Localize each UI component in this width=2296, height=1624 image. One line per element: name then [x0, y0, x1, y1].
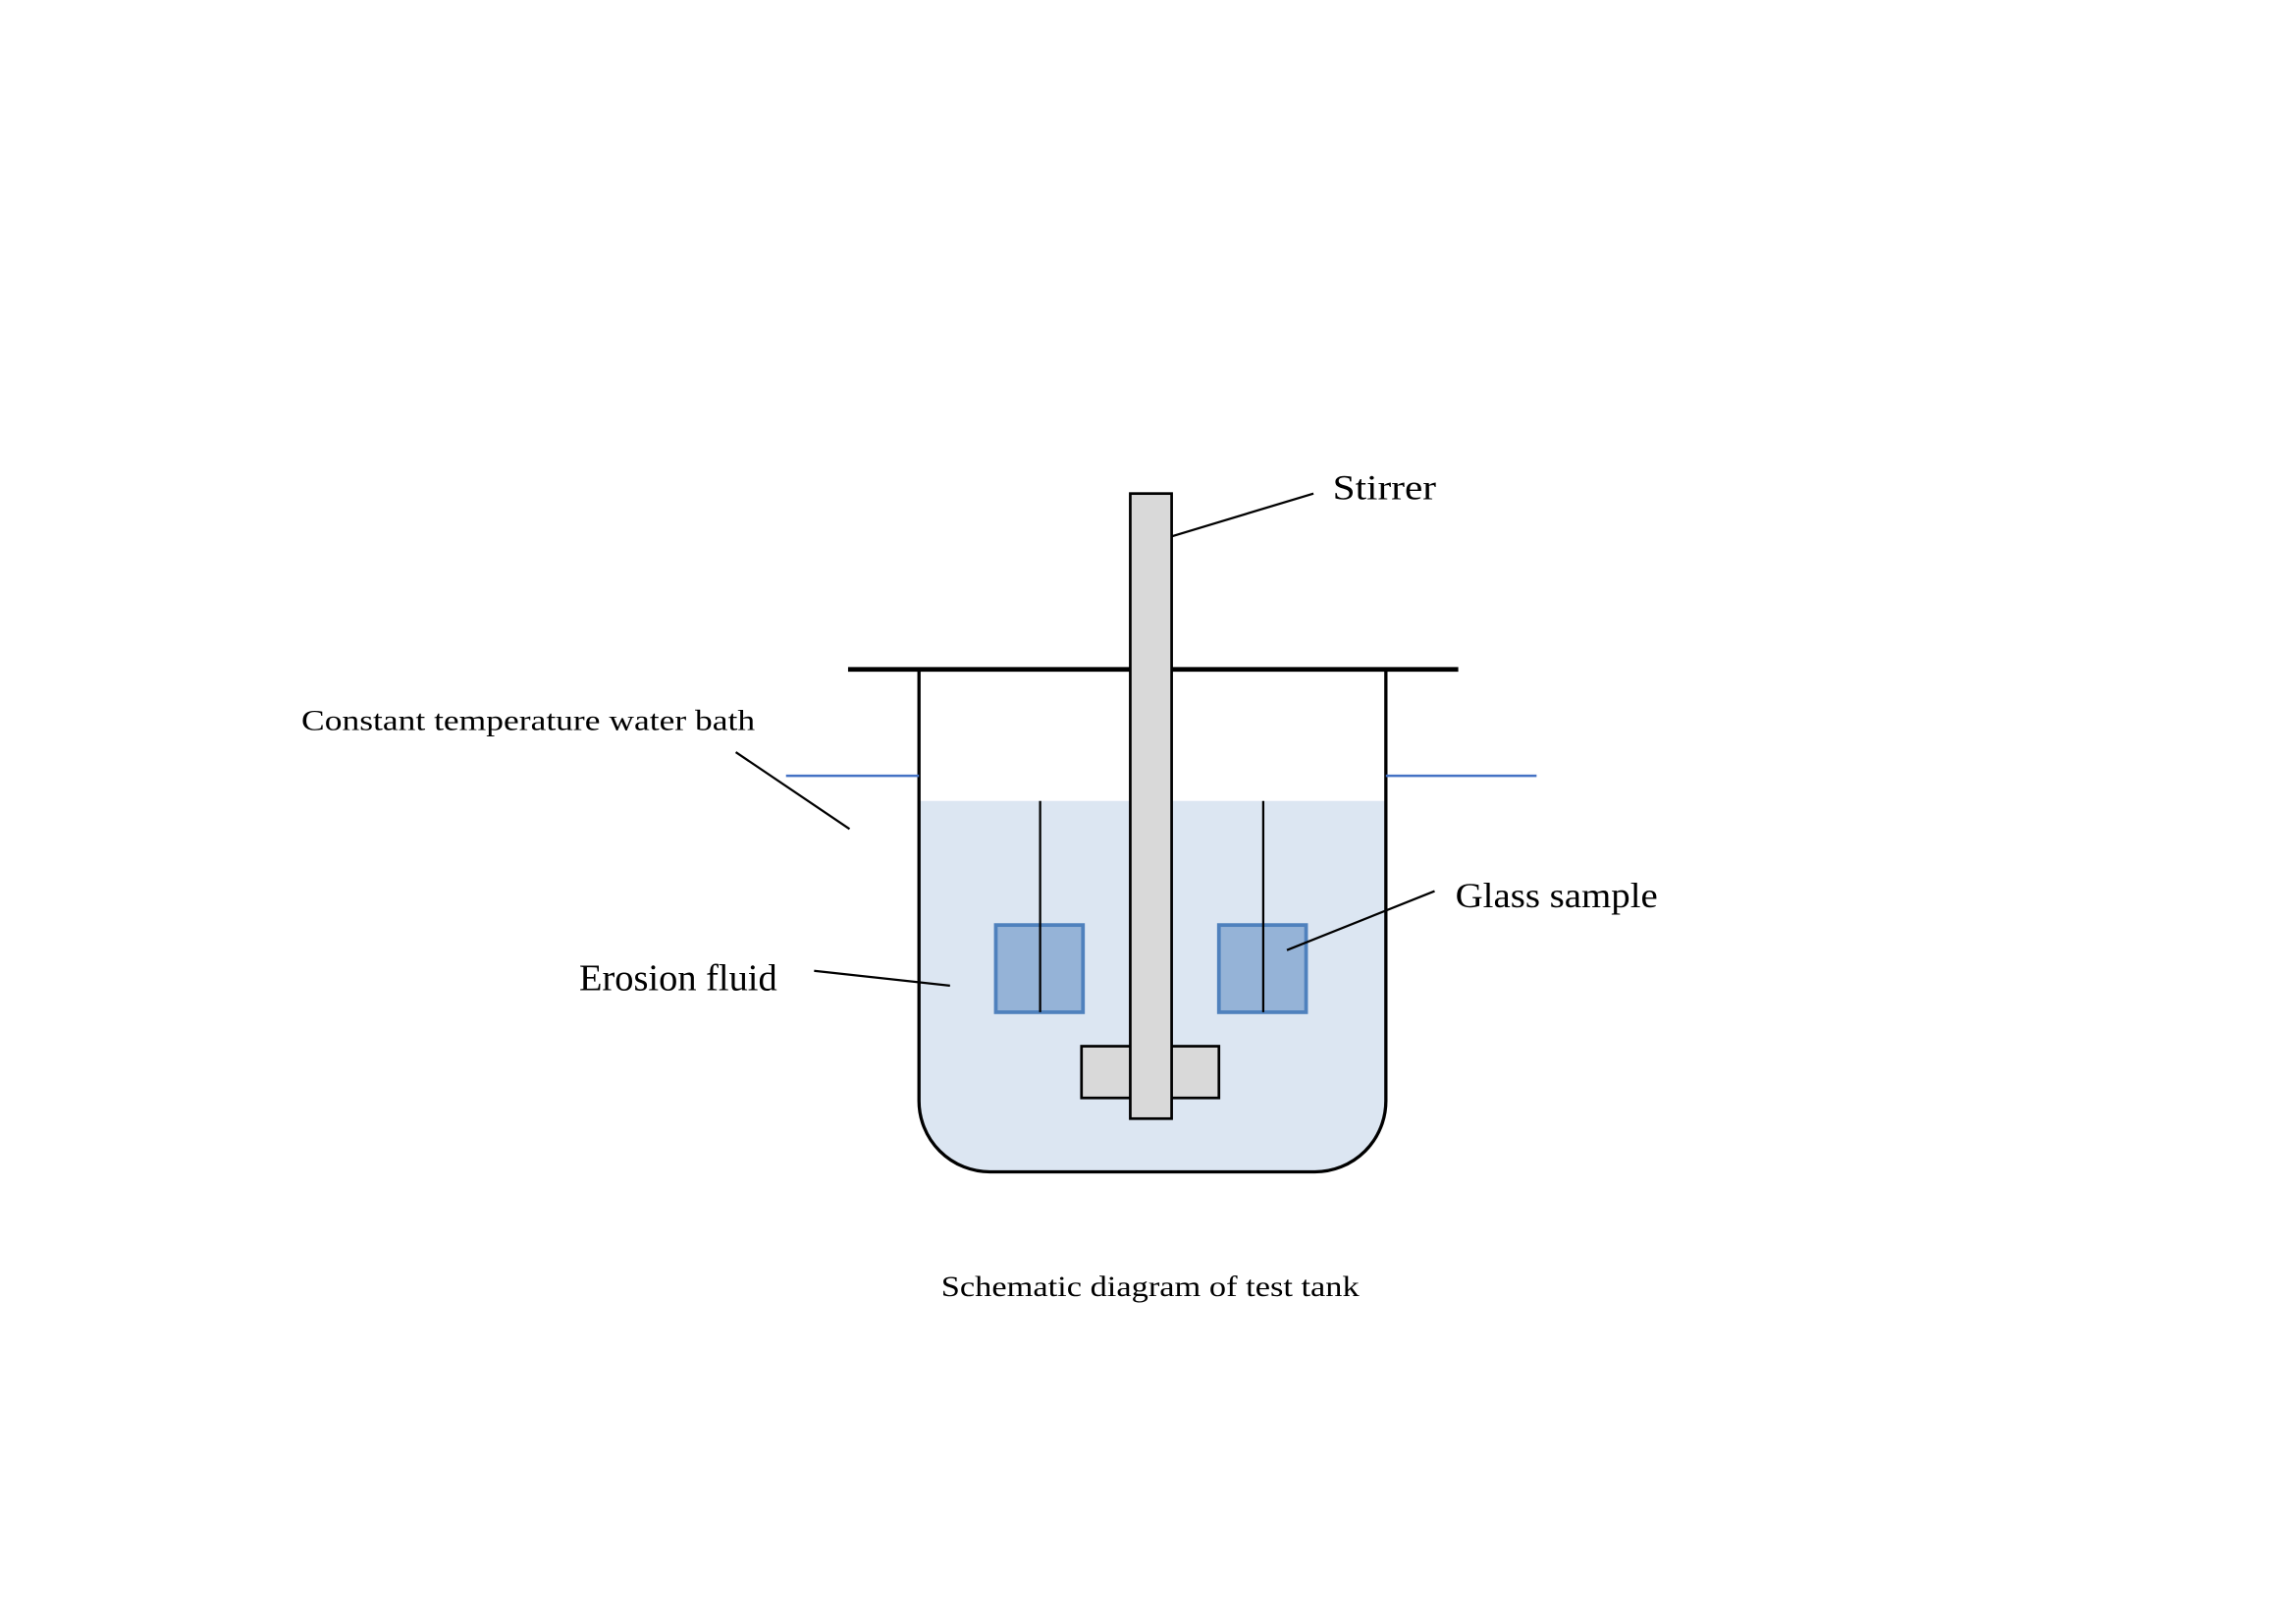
glass-sample-leader-line	[1286, 890, 1435, 951]
diagram-caption: Schematic diagram of test tank	[941, 1270, 1361, 1303]
stirrer-shaft	[1129, 492, 1173, 1120]
stirrer-label: Stirrer	[1333, 468, 1436, 508]
water-bath-leader-line	[734, 751, 851, 831]
stirrer-leader-line	[1171, 492, 1314, 538]
water-bath-label: Constant temperature water bath	[301, 703, 755, 736]
erosion-fluid-leader-line	[814, 969, 950, 987]
beaker-outline	[917, 669, 1388, 1174]
glass-sample-label: Glass sample	[1456, 876, 1658, 915]
erosion-fluid-label: Erosion fluid	[579, 957, 777, 999]
